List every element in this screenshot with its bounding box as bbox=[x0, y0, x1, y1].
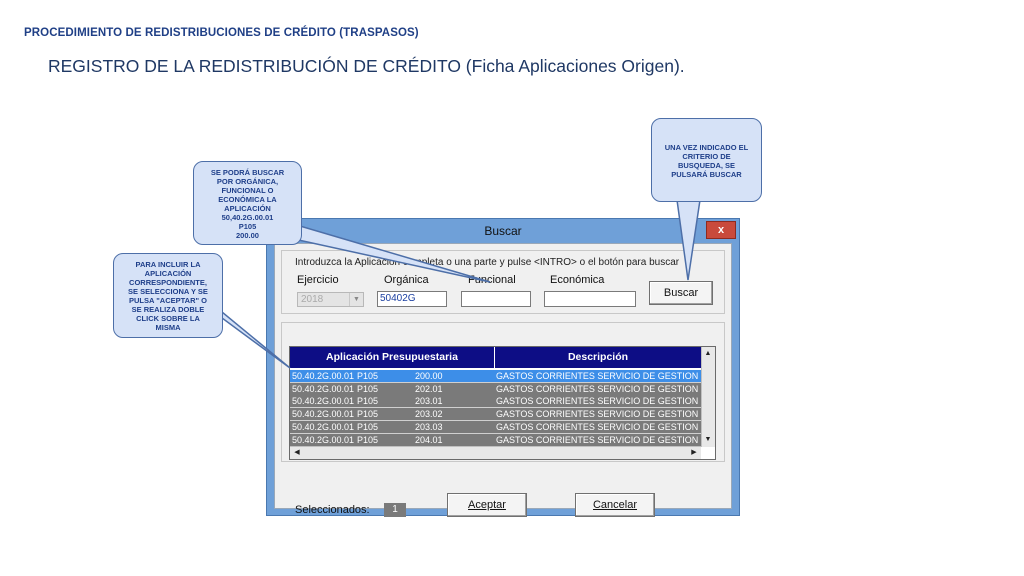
dialog-client-area: Introduzca la Aplicación completa o una … bbox=[274, 243, 732, 517]
selected-count: 1 bbox=[384, 503, 406, 517]
cancelar-label: Cancelar bbox=[592, 499, 638, 511]
ejercicio-label: Ejercicio bbox=[297, 274, 339, 286]
callout-line: P105 bbox=[238, 222, 257, 231]
cell-eco: 200.00 bbox=[415, 371, 443, 381]
scroll-left-icon[interactable]: ◀ bbox=[294, 449, 300, 456]
callout-line: SE REALIZA DOBLE bbox=[131, 305, 205, 314]
callout-line: CRITERIO DE bbox=[682, 152, 731, 161]
cell-eco: 203.01 bbox=[415, 396, 443, 407]
scroll-up-icon[interactable]: ▲ bbox=[704, 350, 712, 357]
cell-org: 50.40.2G.00.01 bbox=[292, 383, 355, 394]
ejercicio-select[interactable]: 2018 ▼ bbox=[297, 292, 364, 307]
cancelar-button[interactable]: Cancelar bbox=[575, 493, 655, 517]
vertical-scrollbar[interactable]: ▲ ▼ bbox=[701, 347, 715, 447]
results-group bbox=[281, 322, 725, 462]
results-table: Aplicación Presupuestaria Descripción 50… bbox=[289, 346, 716, 460]
callout-line: APLICACIÓN bbox=[144, 269, 192, 278]
cell-desc: GASTOS CORRIENTES SERVICIO DE GESTION ..… bbox=[496, 383, 709, 394]
cell-org: 50.40.2G.00.01 bbox=[292, 434, 355, 445]
close-button[interactable]: x bbox=[706, 221, 736, 239]
cell-eco: 203.02 bbox=[415, 409, 443, 420]
press-callout-tail bbox=[676, 199, 701, 281]
callout-line: CLICK SOBRE LA bbox=[136, 314, 200, 323]
cell-prog: P105 bbox=[357, 434, 379, 445]
slide-title: REGISTRO DE LA REDISTRIBUCIÓN DE CRÉDITO… bbox=[48, 56, 685, 76]
scroll-right-icon[interactable]: ▶ bbox=[691, 449, 697, 456]
callout-line: SE PODRÁ BUSCAR bbox=[210, 168, 285, 177]
callout-line: POR ORGÁNICA, bbox=[216, 177, 279, 186]
ejercicio-value: 2018 bbox=[301, 294, 324, 305]
funcional-label: Funcional bbox=[468, 274, 516, 286]
callout-line: MISMA bbox=[155, 323, 181, 332]
aceptar-label: Aceptar bbox=[468, 499, 506, 511]
callout-line: 200.00 bbox=[236, 231, 259, 240]
cell-desc: GASTOS CORRIENTES SERVICIO DE GESTION ..… bbox=[496, 434, 709, 445]
buscar-button[interactable]: Buscar bbox=[649, 281, 713, 305]
cell-org: 50.40.2G.00.01 bbox=[292, 421, 355, 432]
cell-desc: GASTOS CORRIENTES SERVICIO DE GESTION ..… bbox=[496, 421, 709, 432]
cell-prog: P105 bbox=[357, 409, 379, 420]
cell-prog: P105 bbox=[357, 371, 379, 381]
organica-label: Orgánica bbox=[384, 274, 429, 286]
header-aplicacion[interactable]: Aplicación Presupuestaria bbox=[290, 347, 495, 368]
buscar-label: Buscar bbox=[663, 287, 699, 299]
callout-line: BUSQUEDA, SE bbox=[677, 161, 736, 170]
instruction-text: Introduzca la Aplicación completa o una … bbox=[295, 257, 680, 268]
callout-line: APLICACIÓN bbox=[224, 204, 271, 213]
cell-desc: GASTOS CORRIENTES SERVICIO DE GESTION ..… bbox=[496, 371, 709, 381]
selected-label: Seleccionados: bbox=[295, 504, 370, 516]
cell-prog: P105 bbox=[357, 383, 379, 394]
economica-label: Económica bbox=[550, 274, 605, 286]
callout-line: PARA INCLUIR LA bbox=[135, 260, 201, 269]
cell-prog: P105 bbox=[357, 421, 379, 432]
cell-desc: GASTOS CORRIENTES SERVICIO DE GESTION ..… bbox=[496, 396, 709, 407]
search-criteria-group bbox=[281, 250, 725, 314]
cell-eco: 203.03 bbox=[415, 421, 443, 432]
callout-line: ECONÓMICA LA bbox=[218, 195, 277, 204]
search-dialog: Buscar x Introduzca la Aplicación comple… bbox=[266, 218, 740, 517]
scroll-down-icon[interactable]: ▼ bbox=[704, 436, 712, 443]
search-callout: SE PODRÁ BUSCAR POR ORGÁNICA, FUNCIONAL … bbox=[193, 161, 302, 245]
economica-input[interactable] bbox=[544, 291, 636, 307]
aceptar-button[interactable]: Aceptar bbox=[447, 493, 527, 517]
horizontal-scrollbar[interactable]: ◀ ▶ bbox=[290, 446, 701, 459]
press-callout: UNA VEZ INDICADO EL CRITERIO DE BUSQUEDA… bbox=[651, 118, 762, 202]
dialog-title: Buscar bbox=[484, 224, 522, 238]
cell-eco: 204.01 bbox=[415, 434, 443, 445]
funcional-input[interactable] bbox=[461, 291, 531, 307]
cell-org: 50.40.2G.00.01 bbox=[292, 371, 355, 381]
callout-line: 50,40.2G.00.01 bbox=[221, 213, 274, 222]
cell-org: 50.40.2G.00.01 bbox=[292, 396, 355, 407]
callout-line: CORRESPONDIENTE, bbox=[129, 278, 207, 287]
callout-line: FUNCIONAL O bbox=[221, 186, 274, 195]
cell-prog: P105 bbox=[357, 396, 379, 407]
chevron-down-icon[interactable]: ▼ bbox=[349, 293, 363, 306]
callout-line: PULSA "ACEPTAR" O bbox=[129, 296, 207, 305]
callout-line: SE SELECCIONA Y SE bbox=[128, 287, 208, 296]
callout-line: UNA VEZ INDICADO EL bbox=[664, 143, 749, 152]
callout-line: PULSARÁ BUSCAR bbox=[671, 170, 742, 179]
slide-header: PROCEDIMIENTO DE REDISTRIBUCIONES DE CRÉ… bbox=[24, 27, 419, 39]
cell-org: 50.40.2G.00.01 bbox=[292, 409, 355, 420]
cell-eco: 202.01 bbox=[415, 383, 443, 394]
cell-desc: GASTOS CORRIENTES SERVICIO DE GESTION ..… bbox=[496, 409, 709, 420]
organica-input[interactable]: 50402G bbox=[377, 291, 447, 307]
header-descripcion[interactable]: Descripción bbox=[495, 347, 702, 368]
include-callout: PARA INCLUIR LA APLICACIÓN CORRESPONDIEN… bbox=[113, 253, 223, 338]
